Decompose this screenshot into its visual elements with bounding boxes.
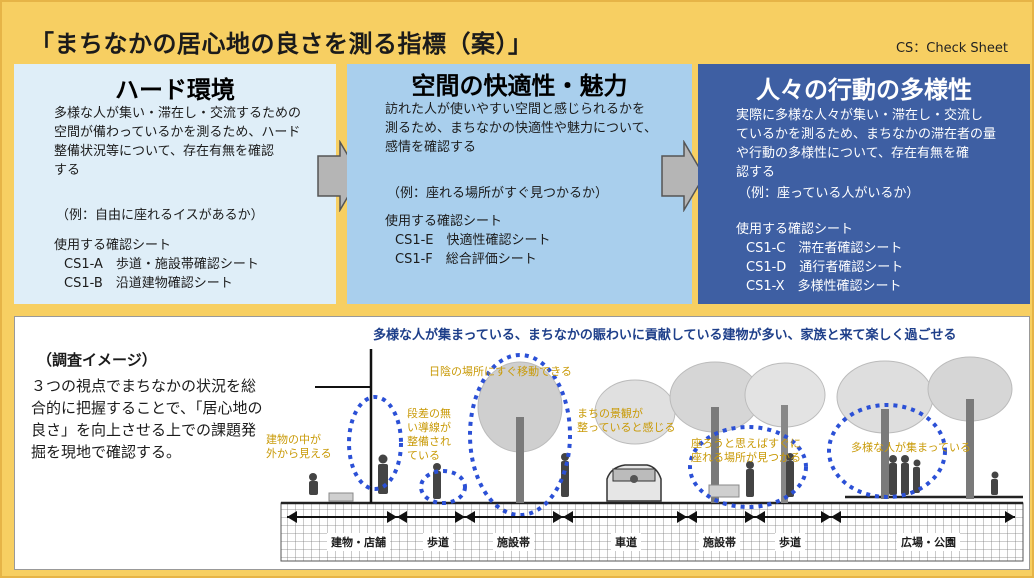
survey-subtitle: （調査イメージ） [37,351,157,369]
desc-line: 訪れた人が使いやすい空間と感じられるかを [385,102,646,117]
zone-label: 建物・店舗 [327,533,390,551]
desc-line: ているかを測るため、まちなかの滞在者の量 [736,127,997,142]
panel-example: （例：自由に座れるイスがあるか） [56,208,264,223]
panel-example: （例：座っている人がいるか） [738,186,920,201]
label-line: 座れる場所が見つかる [691,451,801,464]
panel-comfort-appeal: 空間の快適性・魅力 訪れた人が使いやすい空間と感じられるかを 測るため、まちなか… [347,64,692,304]
bench-icon [328,492,354,502]
sheet-item: CS1-F 総合評価シート [395,252,537,267]
panel-sheets: 使用する確認シート CS1-A 歩道・施設帯確認シート CS1-B 沿道建物確認… [54,236,259,293]
sheet-item: CS1-E 快適性確認シート [395,233,551,248]
label-line: 整備され [407,435,451,448]
scene-headline: 多様な人が集まっている、まちなかの賑わいに貢献している建物が多い、家族と来て楽し… [373,328,957,343]
label-line: 段差の無 [407,407,451,420]
panel-description: 多様な人が集い・滞在し・交流するための 空間が備わっているかを測るため、ハード … [54,104,301,180]
survey-focus-circle [347,353,947,517]
survey-description: ３つの視点でまちなかの状況を総合的に把握することで、「居心地の良さ」を向上させる… [31,377,263,461]
desc-line: 実際に多様な人々が集い・滞在し・交流し [736,108,984,123]
zone-label: 広場・公園 [897,533,960,551]
desc-line: 認する [736,165,776,180]
label-line: い導線が [407,421,451,434]
label-line: 整っていると感じる [577,421,676,434]
panel-behavior-diversity: 人々の行動の多様性 実際に多様な人々が集い・滞在し・交流し ているかを測るため、… [698,64,1030,304]
used-label: 使用する確認シート [54,238,172,253]
label-step-free: 段差の無 い導線が 整備され ている [407,407,451,463]
street-scene-illustration [280,349,1024,562]
car-icon [606,464,662,502]
people-icon [309,453,999,499]
desc-line: や行動の多様性について、存在有無を確 [736,146,969,161]
label-building-visible: 建物の中が 外から見える [266,433,332,461]
zone-label: 施設帯 [493,533,534,551]
zone-label: 施設帯 [699,533,740,551]
desc-line: 整備状況等について、存在有無を確認 [54,144,274,159]
used-label: 使用する確認シート [736,222,854,237]
zone-label: 歩道 [775,533,805,551]
sheet-item: CS1-X 多様性確認シート [746,279,902,294]
panel-sheets: 使用する確認シート CS1-E 快適性確認シート CS1-F 総合評価シート [385,212,551,269]
desc-line: 測るため、まちなかの快適性や魅力について、 [385,121,657,136]
tree-icon [477,356,1013,503]
label-shade: 日陰の場所にすぐ移動できる [429,365,572,378]
desc-line: 多様な人が集い・滞在し・交流するための [54,106,302,121]
zone-label: 車道 [611,533,641,551]
used-label: 使用する確認シート [385,214,503,229]
panel-example: （例：座れる場所がすぐ見つかるか） [387,186,609,201]
arrow-right-icon [661,140,705,212]
label-line: ている [407,449,440,462]
cs-note: CS：Check Sheet [895,41,1008,56]
label-line: 外から見える [266,447,332,460]
sheet-item: CS1-B 沿道建物確認シート [64,276,233,291]
label-diverse-people: 多様な人が集まっている [851,441,972,454]
panel-heading: 空間の快適性・魅力 [411,72,628,100]
sheet-item: CS1-C 滞在者確認シート [746,241,903,256]
bench-icon [708,484,740,498]
zone-arrow-icon [287,511,1015,523]
label-line: 座ろうと思えばすぐに [691,437,801,450]
label-line: まちの景観が [577,407,643,420]
desc-line: 空間が備わっているかを測るため、ハード [54,125,301,140]
sheet-item: CS1-A 歩道・施設帯確認シート [64,257,259,272]
panel-sheets: 使用する確認シート CS1-C 滞在者確認シート CS1-D 通行者確認シート … [736,220,903,296]
label-seating: 座ろうと思えばすぐに 座れる場所が見つかる [691,437,801,465]
panel-description: 実際に多様な人々が集い・滞在し・交流し ているかを測るため、まちなかの滞在者の量… [736,106,996,182]
desc-line: 感情を確認する [385,140,477,155]
label-townscape: まちの景観が 整っていると感じる [577,407,675,435]
survey-image-section: 多様な人が集まっている、まちなかの賑わいに貢献している建物が多い、家族と来て楽し… [14,316,1030,570]
panel-description: 訪れた人が使いやすい空間と感じられるかを 測るため、まちなかの快適性や魅力につい… [385,100,657,157]
zone-label: 歩道 [423,533,453,551]
label-line: 建物の中が [266,433,321,446]
page-title: 「まちなかの居心地の良さを測る指標（案）」 [30,30,533,58]
panel-hard-environment: ハード環境 多様な人が集い・滞在し・交流するための 空間が備わっているかを測るた… [14,64,336,304]
panel-heading: ハード環境 [115,76,235,104]
desc-line: する [54,163,81,178]
sheet-item: CS1-D 通行者確認シート [746,260,904,275]
panel-heading: 人々の行動の多様性 [756,76,972,104]
